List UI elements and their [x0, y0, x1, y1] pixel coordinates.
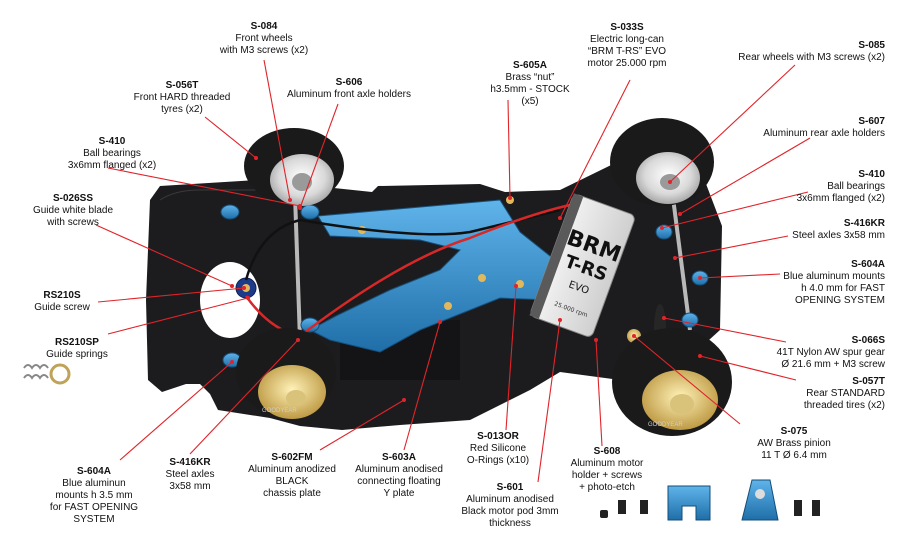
- tyre-brand-front: GOODYEAR: [262, 408, 297, 414]
- motor: BRM T-RS EVO 25.000 rpm: [529, 193, 635, 337]
- guide-window: [200, 262, 260, 338]
- tyre-brand-rear: GOODYEAR: [648, 422, 683, 428]
- front-axle: [293, 194, 302, 341]
- rear-wheel-top: [610, 118, 714, 206]
- callout-lines: [95, 59, 811, 483]
- wire-red: [244, 203, 571, 338]
- rear-wheel-bottom: GOODYEAR: [612, 328, 732, 436]
- mount-front-left: [220, 204, 240, 220]
- front-wheel-bottom: GOODYEAR: [236, 328, 336, 419]
- front-wheel-top: [244, 128, 344, 206]
- rear-axle: [670, 189, 692, 331]
- guide-spring-part: [23, 363, 71, 385]
- motor-holder-parts: [600, 479, 820, 521]
